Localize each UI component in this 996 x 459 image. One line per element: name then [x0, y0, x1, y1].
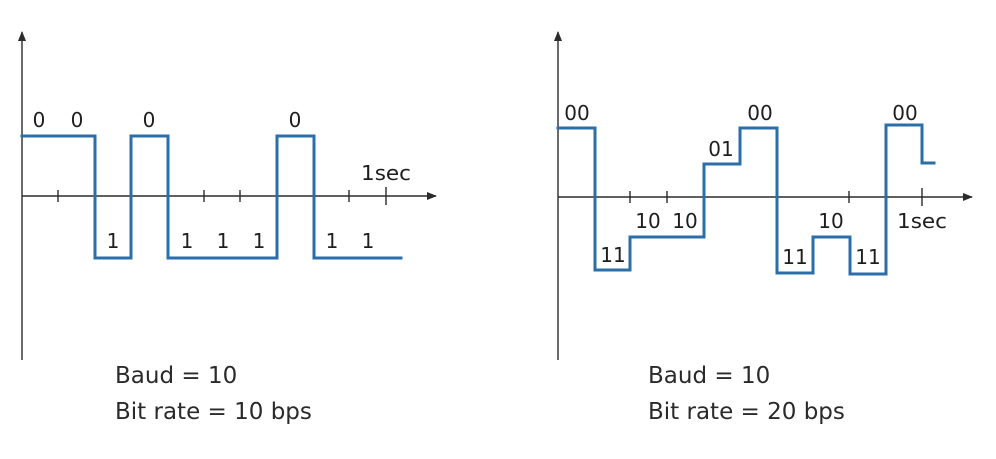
- left-ticks: [57, 187, 387, 205]
- left-bit-label: 1: [181, 229, 194, 253]
- right-caption-bitrate: Bit rate = 20 bps: [648, 399, 845, 425]
- left-time-marker: 1sec: [361, 161, 411, 185]
- left-bit-label: 0: [289, 108, 302, 132]
- right-symbol-label: 11: [855, 245, 880, 269]
- left-bit-label: 1: [253, 229, 266, 253]
- right-symbol-label: 10: [635, 209, 660, 233]
- right-symbol-label: 00: [892, 101, 917, 125]
- left-bit-label: 1: [326, 229, 339, 253]
- left-diagram: 0 0 0 0 1 1 1 1 1 1 1sec Baud = 10 Bit r…: [18, 31, 437, 425]
- right-diagram: 00 01 00 00 10 10 10 11 11 11 1sec Baud …: [554, 31, 973, 425]
- right-symbol-label: 10: [672, 209, 697, 233]
- left-caption-baud: Baud = 10: [115, 363, 237, 389]
- left-bit-label: 1: [217, 229, 230, 253]
- left-bit-label: 0: [33, 108, 46, 132]
- left-bit-label: 0: [71, 108, 84, 132]
- right-symbol-label: 11: [782, 245, 807, 269]
- right-caption-baud: Baud = 10: [648, 363, 770, 389]
- right-symbol-label: 00: [747, 101, 772, 125]
- right-time-marker: 1sec: [897, 209, 947, 233]
- right-signal-waveform: [556, 123, 936, 276]
- right-symbol-label: 10: [818, 209, 843, 233]
- left-signal-waveform: [20, 134, 403, 260]
- right-symbol-label: 00: [564, 101, 589, 125]
- right-ticks: [629, 188, 923, 206]
- left-caption-bitrate: Bit rate = 10 bps: [115, 399, 312, 425]
- right-symbol-label: 01: [708, 137, 733, 161]
- left-bit-label: 0: [143, 108, 156, 132]
- right-symbol-label: 11: [600, 243, 625, 267]
- left-bit-label: 1: [362, 229, 375, 253]
- left-bit-label: 1: [107, 229, 120, 253]
